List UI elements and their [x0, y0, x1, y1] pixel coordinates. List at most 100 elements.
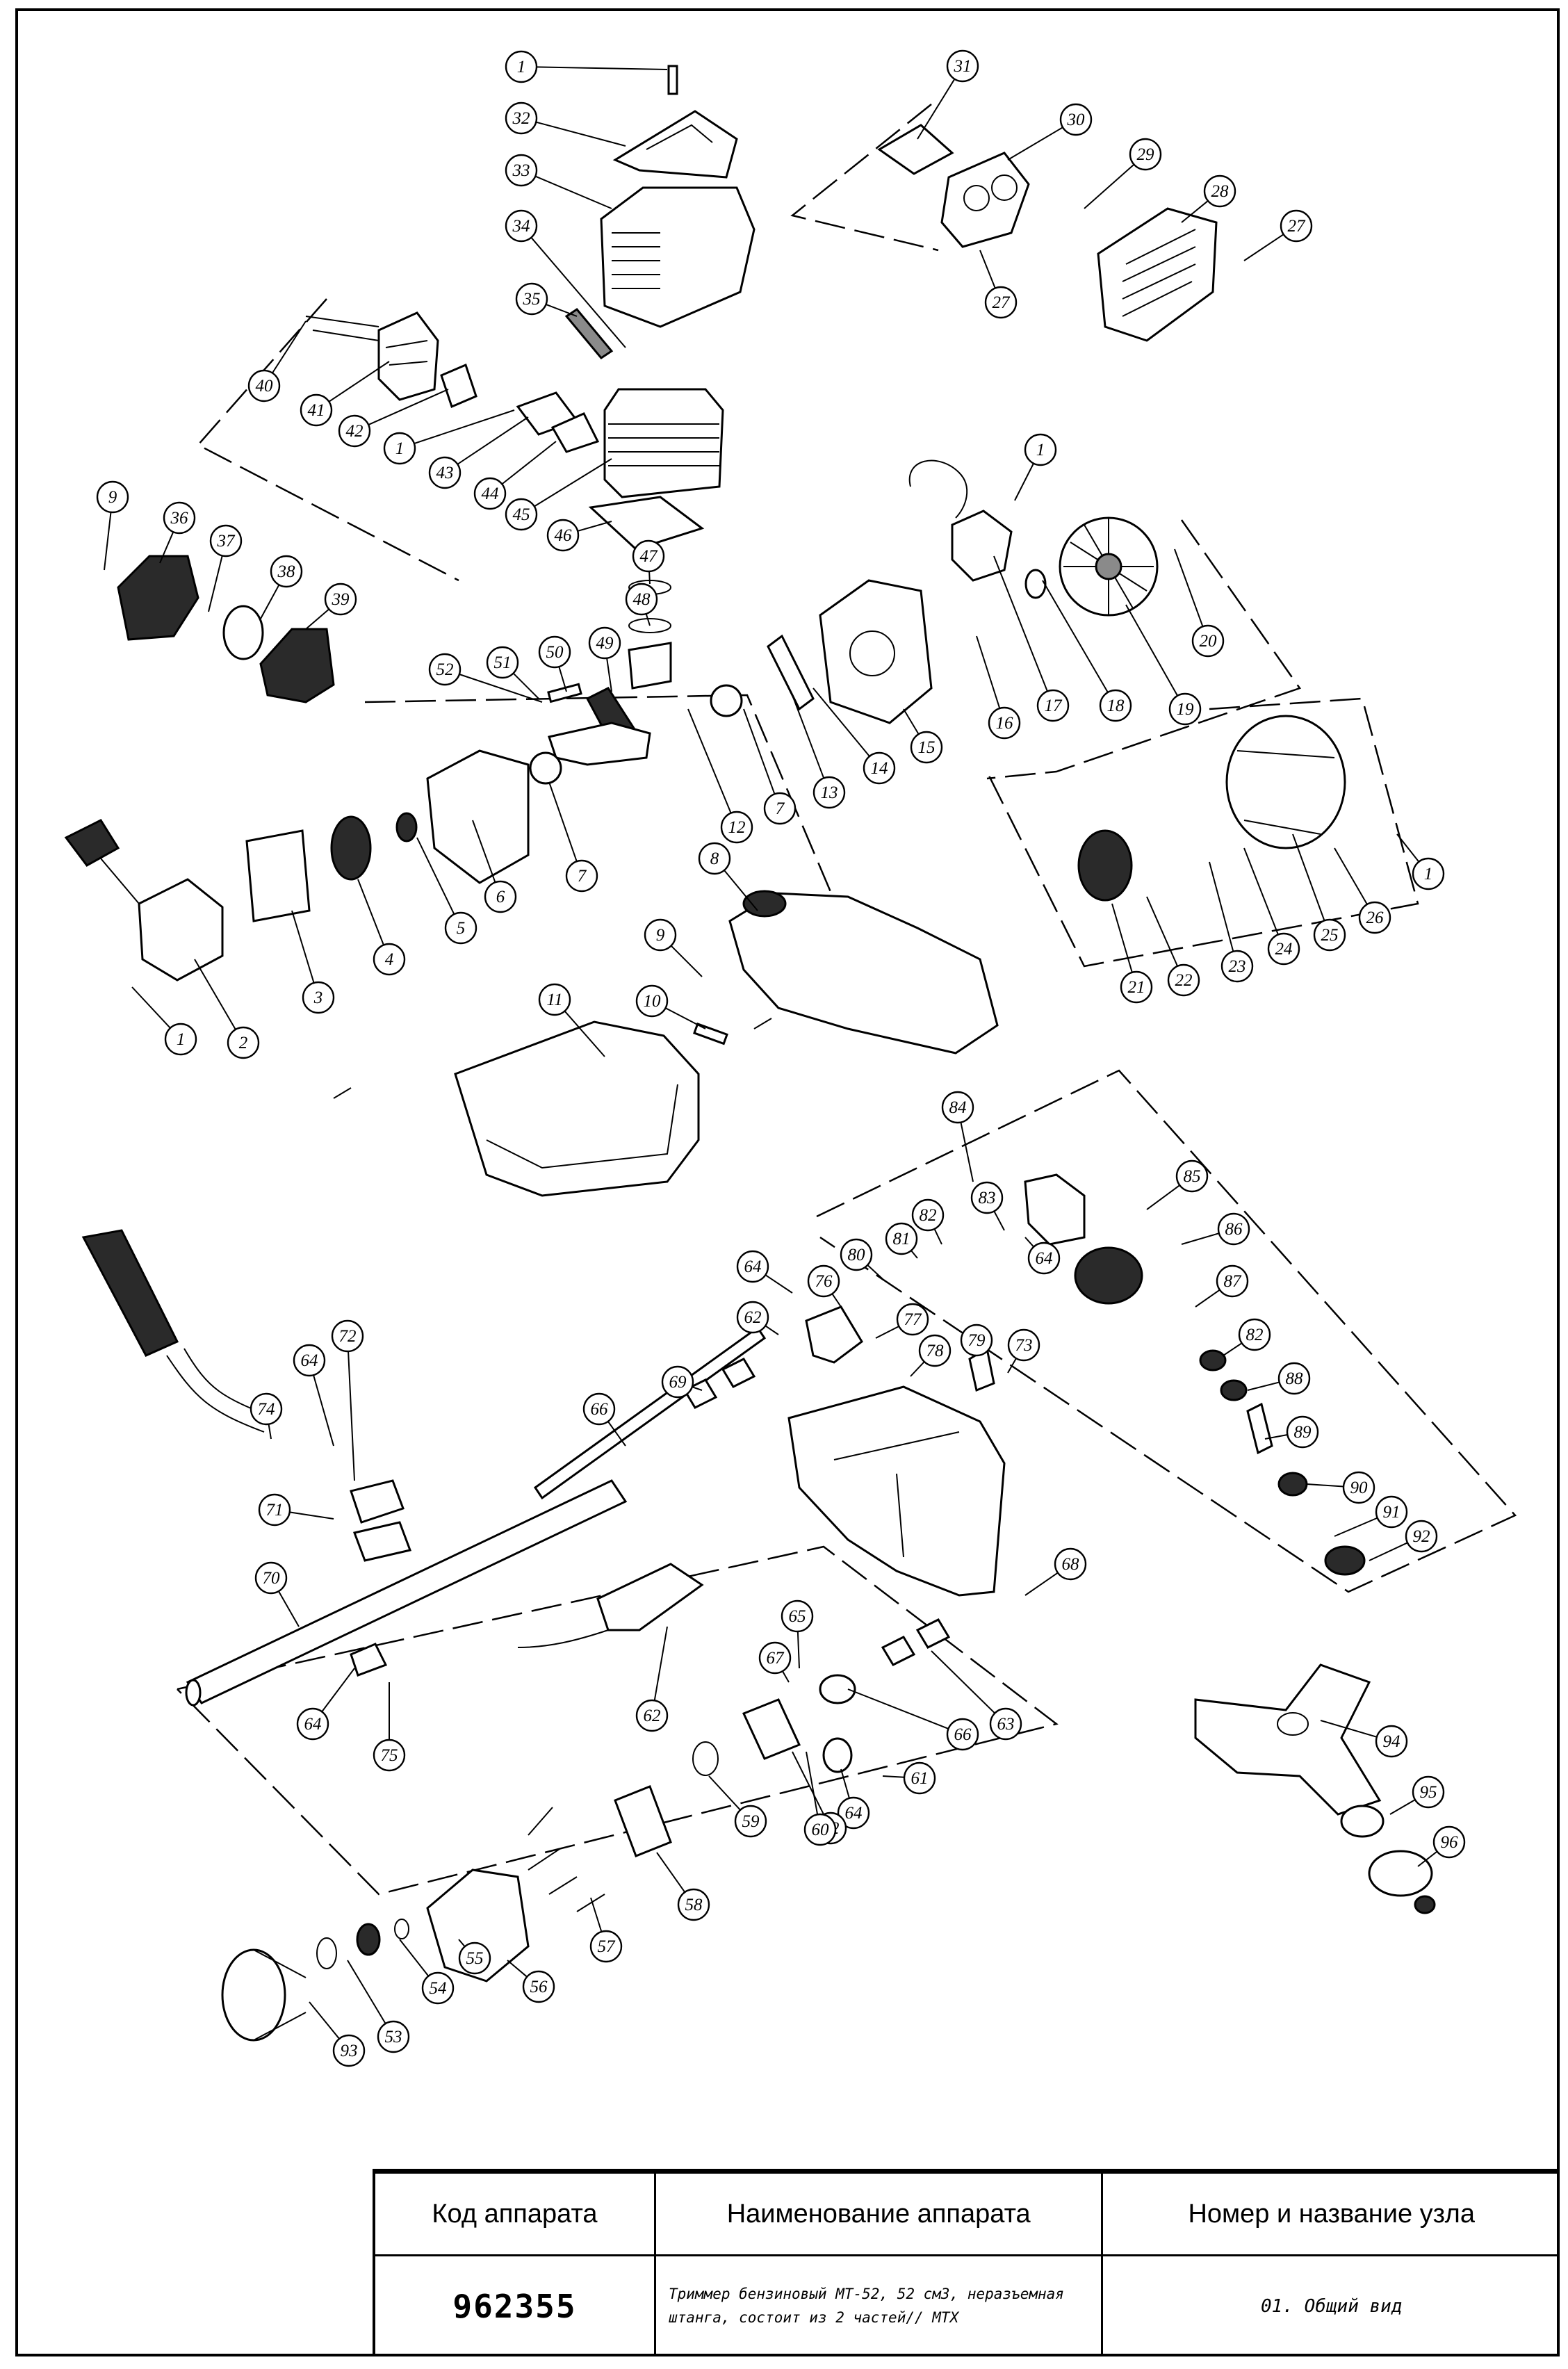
callout-circle	[515, 282, 548, 316]
callout-66: 66	[582, 1392, 626, 1447]
callout-circle	[1432, 1825, 1466, 1859]
unit-value: 01. Общий вид	[1101, 2254, 1560, 2356]
callout-number: 86	[1225, 1220, 1243, 1239]
parts	[64, 65, 1436, 2042]
drum-bearing	[356, 1923, 381, 1956]
group-outline-carburetor	[197, 298, 459, 582]
callout-leader	[882, 1775, 905, 1778]
callout-83: 83	[970, 1181, 1005, 1231]
main-tube	[186, 1479, 628, 1704]
blade-guard	[787, 1385, 1006, 1597]
drive-shaft	[533, 1326, 767, 1500]
callout-circle	[812, 776, 846, 809]
callout-number: 50	[546, 643, 564, 662]
callout-circle	[1167, 963, 1200, 997]
callout-39: 39	[305, 583, 357, 630]
callout-leader	[1243, 234, 1284, 261]
callout-circle	[1267, 932, 1300, 966]
callout-number: 4	[385, 950, 394, 969]
callout-circle	[522, 1970, 555, 2003]
callout-number: 46	[555, 526, 573, 545]
bushing-lower-b	[915, 1618, 951, 1649]
cylinder-cover-fins	[612, 232, 660, 289]
intake-gasket	[550, 412, 600, 453]
callout-leader	[159, 531, 174, 564]
callout-circle	[896, 1303, 929, 1336]
callout-number: 42	[346, 422, 364, 441]
callout-number: 76	[815, 1272, 833, 1291]
callout-leader	[459, 674, 543, 703]
callout-51: 51	[486, 646, 539, 699]
fuel-tank	[728, 892, 999, 1055]
air-filter-ring	[222, 605, 264, 660]
callout-circle	[803, 1813, 837, 1846]
callout-number: 89	[1294, 1423, 1312, 1442]
callout-circle	[505, 498, 538, 531]
callout-circle	[1216, 1264, 1249, 1298]
callout-circle	[635, 1699, 669, 1732]
callout-69: 69	[661, 1365, 703, 1399]
callout-number: 26	[1366, 909, 1385, 927]
callout-9: 9	[96, 480, 129, 571]
callout-circle	[1286, 1415, 1319, 1449]
callout-circle	[635, 984, 669, 1018]
callout-number: 38	[277, 562, 296, 581]
callout-leader	[1042, 580, 1109, 693]
callout-circle	[1027, 1242, 1061, 1275]
callout-leader	[993, 1210, 1005, 1231]
callout-circle	[988, 706, 1021, 740]
callout-76: 76	[807, 1264, 842, 1308]
callout-66: 66	[847, 1688, 979, 1751]
callout-circle	[1175, 1159, 1209, 1193]
callout-circle	[428, 653, 462, 686]
callout-leader	[321, 1668, 355, 1712]
callout-number: 21	[1128, 978, 1145, 997]
callout-88: 88	[1247, 1362, 1311, 1395]
callout-number: 49	[596, 634, 614, 653]
callout-circle	[373, 943, 406, 976]
callout-circle	[1405, 1520, 1438, 1553]
callout-circle	[96, 480, 129, 514]
tube-ring	[692, 1741, 719, 1776]
callout-leader	[1334, 1517, 1378, 1537]
callout-1: 1	[131, 986, 197, 1056]
callout-leader	[724, 870, 758, 911]
gearbox-gear	[1220, 1379, 1248, 1401]
bushing-upper-b	[721, 1358, 756, 1388]
callout-leader	[289, 1511, 334, 1520]
callout-number: 45	[513, 505, 530, 524]
callout-leader	[1209, 861, 1234, 952]
callout-leader	[665, 1007, 706, 1029]
callout-leader	[548, 781, 578, 862]
recoil-starter	[138, 878, 224, 982]
callout-95: 95	[1389, 1775, 1445, 1815]
muffler-hole-right	[991, 174, 1018, 201]
callout-leader	[708, 1775, 741, 1811]
callout-number: 91	[1383, 1503, 1400, 1522]
callout-number: 72	[339, 1327, 357, 1346]
callout-circle	[946, 1718, 979, 1751]
callout-1: 1	[505, 50, 668, 83]
callout-number: 65	[789, 1607, 806, 1626]
callout-circle	[1280, 209, 1313, 243]
callout-87: 87	[1195, 1264, 1249, 1308]
callout-54: 54	[399, 1939, 455, 2005]
callout-circle	[903, 1761, 936, 1795]
callout-circle	[758, 1641, 792, 1675]
callout-leader	[1264, 1434, 1288, 1440]
callout-67: 67	[758, 1641, 792, 1683]
callout-number: 30	[1067, 111, 1086, 129]
callout-circle	[625, 583, 658, 616]
piston-pin	[547, 683, 582, 703]
callout-number: 79	[968, 1331, 986, 1350]
callout-leader	[812, 687, 870, 757]
callout-circle	[1203, 174, 1236, 208]
callout-number: 56	[530, 1978, 548, 1996]
callout-circle	[270, 555, 303, 588]
callout-number: 10	[644, 992, 662, 1011]
callout-circle	[258, 1493, 291, 1527]
callout-labels: 1323334354041421434445463130292827279363…	[96, 49, 1466, 2067]
callout-circle	[505, 50, 538, 83]
clutch-cover	[1225, 715, 1346, 849]
piston-ring-lower	[628, 618, 671, 633]
